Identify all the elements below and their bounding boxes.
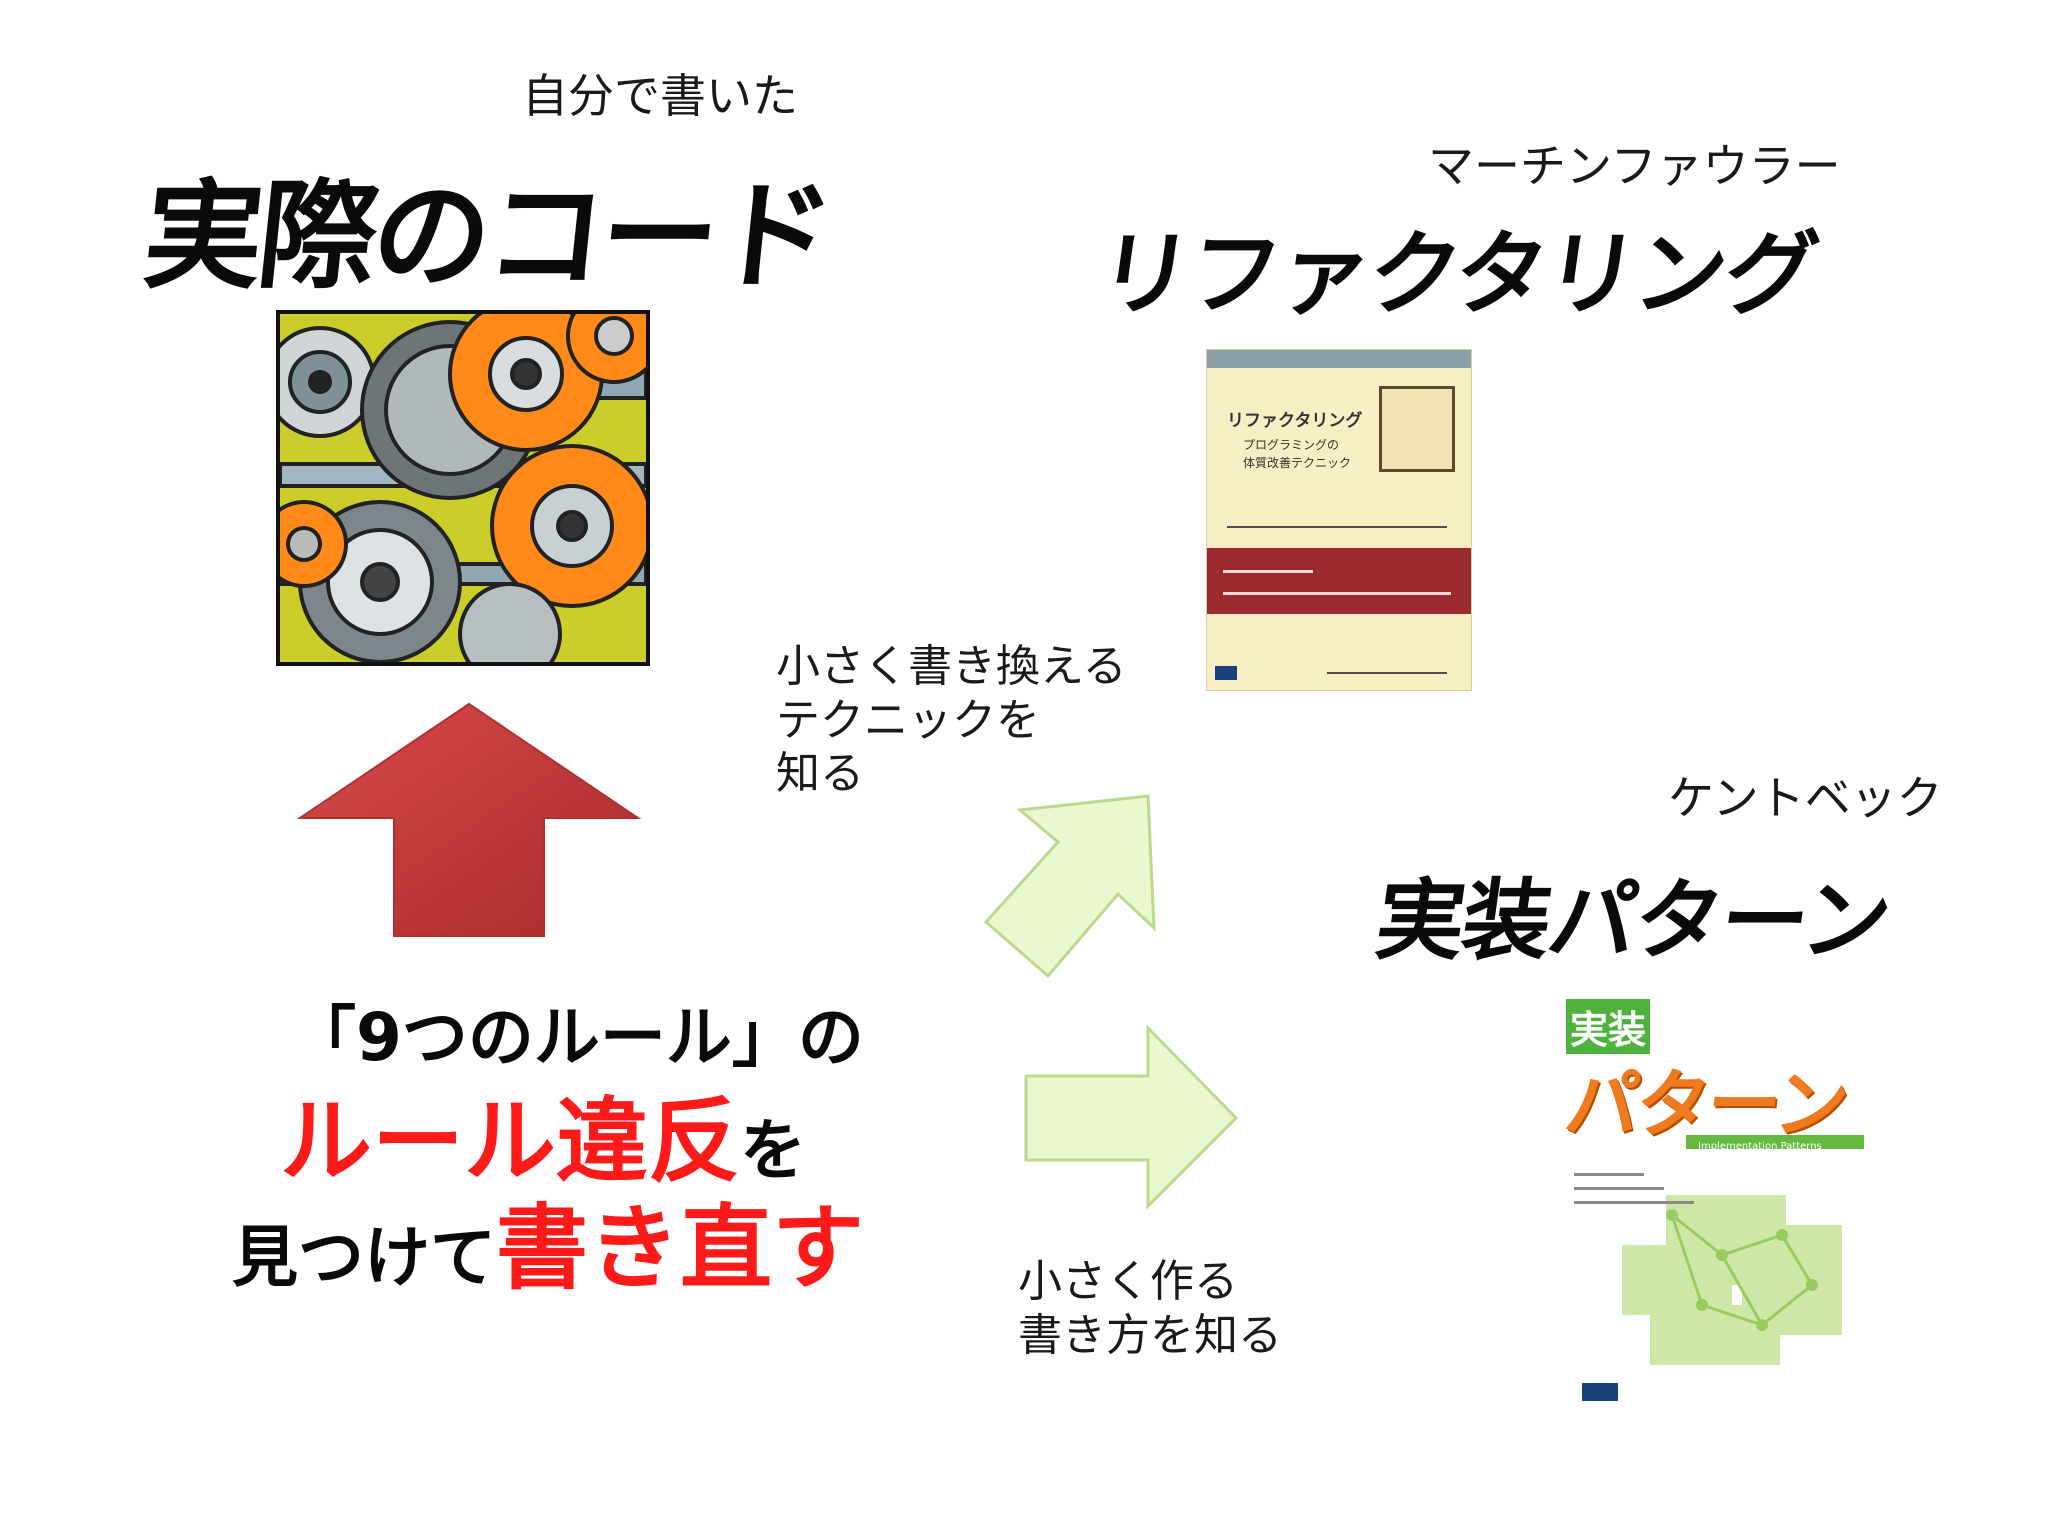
- impl-patterns-title: 実装パターン: [1369, 869, 1896, 972]
- book-red-band: [1207, 548, 1471, 614]
- impl-note-line-2: 書き方を知る: [1018, 1309, 1282, 1361]
- book-english-line: [1227, 526, 1447, 528]
- rule-line-3: 見つけて書き直す: [232, 1182, 864, 1315]
- impl-note-line-1: 小さく作る: [1018, 1256, 1238, 1307]
- refactor-note-line-1: 小さく書き換える: [776, 641, 1127, 692]
- book2-bar-label: Implementation Patterns: [1698, 1141, 1822, 1152]
- rule-rewrite-text: 書き直す: [496, 1195, 865, 1302]
- book-emblem: [1379, 386, 1455, 472]
- book2-translator-line-2: [1574, 1201, 1694, 1204]
- rule-line-1: 「9つのルール」の: [290, 999, 864, 1076]
- refactoring-book-cover: リファクタリング プログラミングの 体質改善テクニック: [1207, 350, 1471, 690]
- book2-author-line: [1574, 1173, 1644, 1176]
- publisher-logo: [1215, 666, 1237, 680]
- refactor-note-line-3: 知る: [776, 748, 864, 800]
- book-subtitle-2: 体質改善テクニック: [1243, 456, 1352, 470]
- refactoring-title: リファクタリング: [1091, 221, 1823, 328]
- rule-find-text: 見つけて: [232, 1219, 496, 1296]
- book2-word-1: 実装: [1566, 999, 1651, 1054]
- rule-violation-text: ルール違反: [280, 1088, 741, 1195]
- rule-line-2-end: を: [740, 1112, 807, 1189]
- impl-patterns-book-cover: 実装 パターン Implementation Patterns: [1562, 985, 1868, 1415]
- code-subtitle: 自分で書いた: [522, 69, 798, 123]
- refactor-note-line-2: テクニックを: [776, 694, 1040, 746]
- impl-note: 小さく作る 書き方を知る: [1018, 1255, 1282, 1362]
- beck-author: ケントベック: [1668, 771, 1943, 825]
- green-diagonal-arrow-icon: [983, 794, 1156, 979]
- book-subtitle-1: プログラミングの: [1243, 438, 1340, 452]
- red-up-arrow-icon: [296, 702, 642, 937]
- gears-illustration: [276, 310, 650, 666]
- code-title: 実際のコード: [137, 167, 837, 305]
- fowler-author: マーチンファウラー: [1428, 139, 1841, 193]
- book2-green-bar: Implementation Patterns: [1686, 1135, 1864, 1152]
- refactor-note: 小さく書き換える テクニックを 知る: [776, 640, 1127, 801]
- book-publisher-line: [1327, 672, 1447, 674]
- book-author-line: [1223, 570, 1313, 573]
- book-translator-line: [1223, 592, 1451, 595]
- rule-line-2: ルール違反を: [280, 1075, 806, 1208]
- book2-translator-line-1: [1574, 1187, 1664, 1190]
- green-right-arrow-icon: [1024, 1024, 1239, 1210]
- book-top-band: [1207, 350, 1471, 368]
- book-title: リファクタリング: [1227, 411, 1363, 431]
